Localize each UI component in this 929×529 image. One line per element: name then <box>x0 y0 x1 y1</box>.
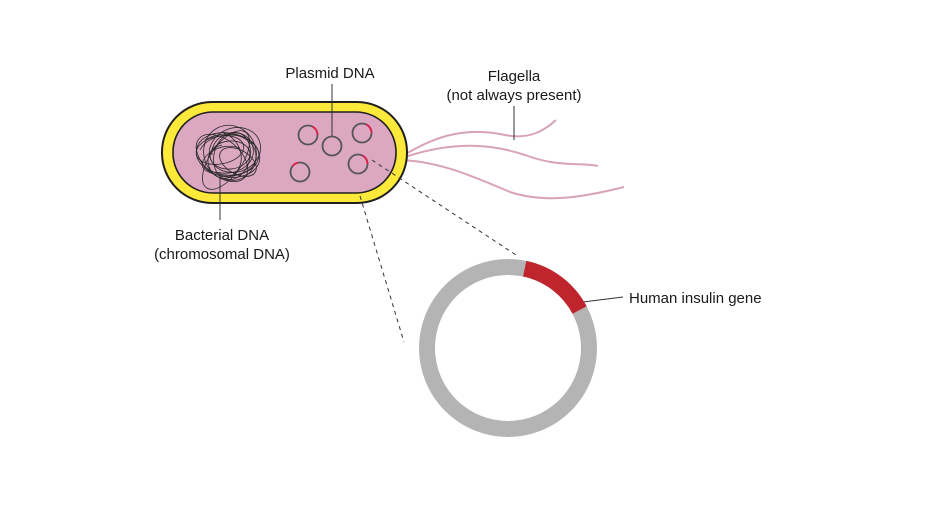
flagellum-1 <box>401 119 557 157</box>
chromosomal-dna-label: (chromosomal DNA) <box>154 246 290 263</box>
chromosomal-dna-tangle <box>195 124 261 190</box>
enlarged-plasmid <box>419 259 597 437</box>
zoom-line-left <box>359 195 405 343</box>
flagella-label: Flagella <box>488 68 541 85</box>
plasmid-ring <box>419 259 597 437</box>
flagella <box>401 119 625 200</box>
flagellum-3 <box>401 159 625 200</box>
plasmid-4 <box>289 161 311 183</box>
zoom-lines <box>359 159 517 343</box>
zoom-line-right <box>371 159 517 256</box>
insulin-gene-segment <box>522 260 587 314</box>
flagellum-2 <box>401 144 599 167</box>
human-insulin-gene-label: Human insulin gene <box>629 290 762 307</box>
plasmid-dna-label: Plasmid DNA <box>285 65 374 82</box>
plasmid-2 <box>321 135 343 157</box>
bacterial-dna-label: Bacterial DNA <box>175 227 269 244</box>
cell-plasmids <box>289 122 373 183</box>
flagella-note-label: (not always present) <box>446 87 581 104</box>
